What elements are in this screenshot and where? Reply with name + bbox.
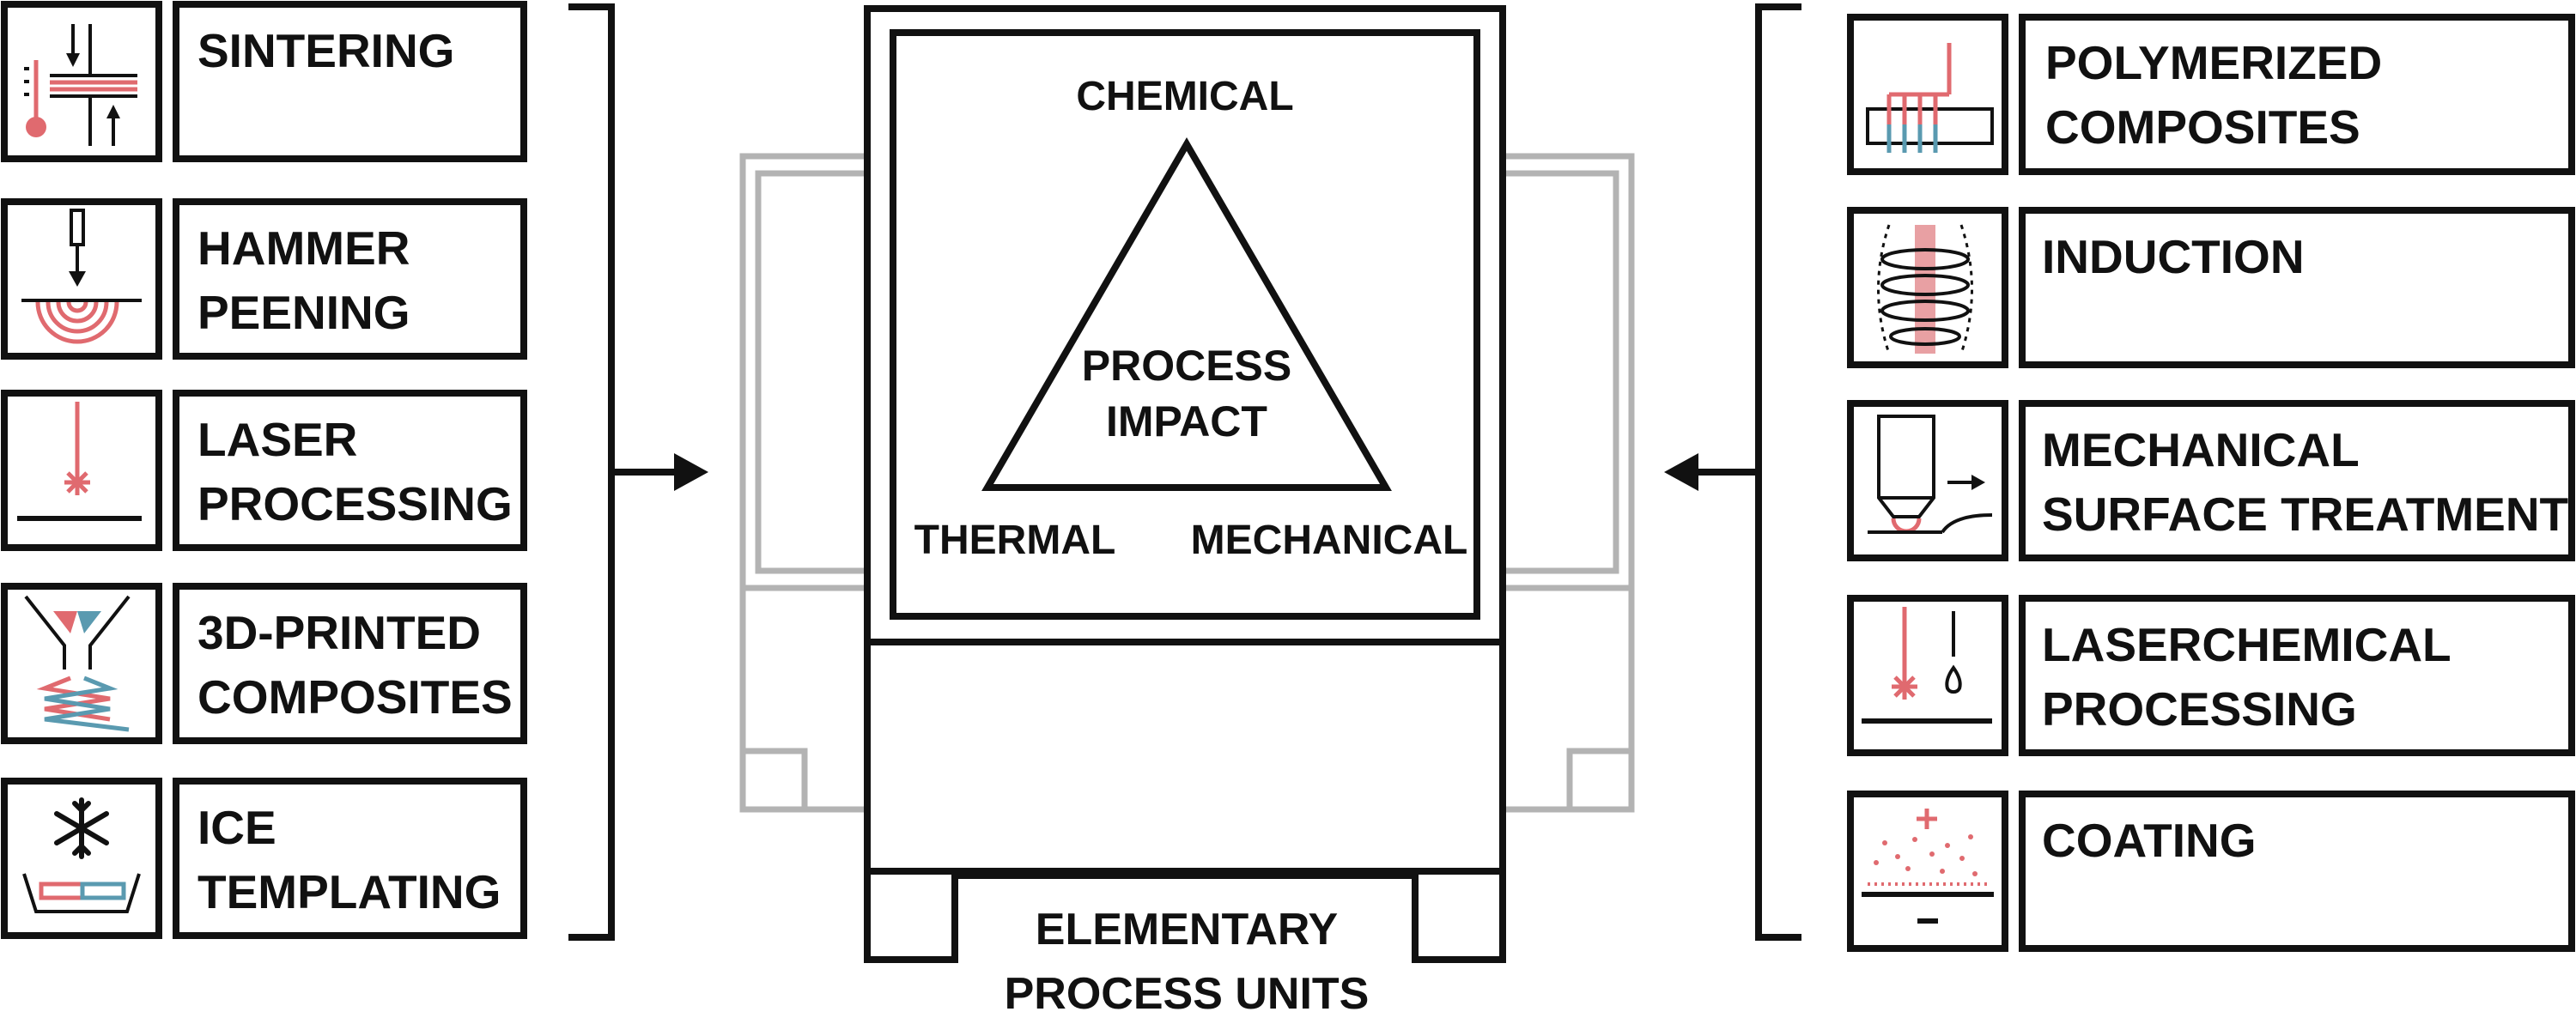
process-label-line1: LASER xyxy=(197,413,357,466)
process-label-line1: MECHANICAL xyxy=(2042,423,2360,476)
triangle-right-label: MECHANICAL xyxy=(1191,518,1468,563)
label-frame xyxy=(2019,791,2575,952)
process-label-line1: SINTERING xyxy=(197,24,454,77)
label-frame xyxy=(2019,400,2575,561)
label-frame xyxy=(173,390,527,551)
snowflake-icon xyxy=(54,797,109,859)
right-bracket xyxy=(1755,3,1801,941)
coating-icon xyxy=(1862,809,1994,924)
process-row-hammer-peening: HAMMER PEENING xyxy=(1,198,527,360)
process-label-line1: LASERCHEMICAL xyxy=(2042,618,2451,671)
machine-label-line1: ELEMENTARY xyxy=(1036,905,1338,954)
machine-front xyxy=(864,5,1506,963)
process-label-line1: COATING xyxy=(2042,814,2257,867)
process-label-line1: 3D-PRINTED xyxy=(197,606,481,659)
process-row-sintering: SINTERING xyxy=(1,1,527,162)
mechanical-treatment-icon xyxy=(1868,415,1993,534)
process-label-line2: COMPOSITES xyxy=(197,670,513,724)
process-row-laserchemical-processing: LASERCHEMICAL PROCESSING xyxy=(1847,595,2575,756)
left-arrow-head xyxy=(674,453,708,491)
process-row-polymerized-composites: POLYMERIZED COMPOSITES xyxy=(1847,14,2575,175)
process-label-line1: HAMMER xyxy=(197,221,410,275)
process-row-mechanical-surface-treatment: MECHANICAL SURFACE TREATMENT xyxy=(1847,400,2575,561)
laserchemical-icon xyxy=(1862,607,1992,724)
right-arrow-head xyxy=(1664,453,1698,491)
left-process-list: SINTERING HAMMER PEENING xyxy=(1,1,527,939)
triangle-center-line2: IMPACT xyxy=(1106,397,1267,445)
triangle-left-label: THERMAL xyxy=(914,518,1116,563)
polymerized-composites-icon xyxy=(1866,43,1994,153)
icon-frame xyxy=(1,390,162,551)
label-frame xyxy=(173,583,527,744)
machine-label-line2: PROCESS UNITS xyxy=(1005,969,1370,1019)
hammer-peening-icon xyxy=(21,209,142,344)
process-label-line2: PROCESSING xyxy=(2042,682,2357,736)
3d-printing-icon xyxy=(24,595,131,732)
icon-frame xyxy=(1847,595,2008,756)
process-row-induction: INDUCTION xyxy=(1847,207,2575,368)
label-frame xyxy=(173,1,527,162)
triangle-center-line1: PROCESS xyxy=(1082,342,1292,390)
sintering-icon xyxy=(24,24,137,146)
label-frame xyxy=(173,198,527,360)
right-process-list: POLYMERIZED COMPOSITES INDUCTION xyxy=(1847,14,2575,952)
label-frame xyxy=(2019,207,2575,368)
process-label-line2: COMPOSITES xyxy=(2045,100,2360,154)
process-row-coating: COATING xyxy=(1847,791,2575,952)
process-row-ice-templating: ICE TEMPLATING xyxy=(1,778,527,939)
process-label-line1: ICE xyxy=(197,801,276,854)
impact-triangle xyxy=(981,137,1392,491)
process-label-line1: POLYMERIZED xyxy=(2045,36,2382,89)
laser-processing-icon xyxy=(17,402,142,521)
process-label-line1: INDUCTION xyxy=(2042,230,2305,283)
process-label-line2: PEENING xyxy=(197,286,410,339)
left-bracket xyxy=(568,3,615,941)
label-frame xyxy=(2019,595,2575,756)
process-label-line2: PROCESSING xyxy=(197,477,513,530)
ice-templating-icon xyxy=(22,797,141,913)
process-row-laser-processing: LASER PROCESSING xyxy=(1,390,527,551)
label-frame xyxy=(173,778,527,939)
triangle-top-label: CHEMICAL xyxy=(1076,74,1293,119)
process-label-line2: SURFACE TREATMENT xyxy=(2042,488,2568,541)
process-row-3d-printed-composites: 3D-PRINTED COMPOSITES xyxy=(1,583,527,744)
label-frame xyxy=(2019,14,2575,175)
induction-coil-icon xyxy=(1877,224,1973,354)
icon-frame xyxy=(1,583,162,744)
process-label-line2: TEMPLATING xyxy=(197,865,501,918)
